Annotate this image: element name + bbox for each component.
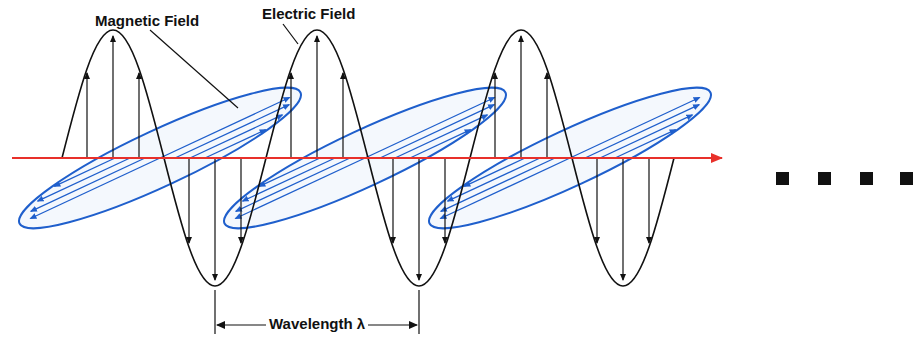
- wavelength-dimension: [215, 290, 419, 334]
- continuation-dots: [776, 172, 913, 185]
- field-label: Electric Field: [262, 6, 355, 23]
- field-label: Magnetic Field: [95, 13, 199, 30]
- propagation-axis: [12, 157, 722, 159]
- leader-line: [150, 30, 238, 108]
- dimension-label: Wavelength λ: [266, 316, 368, 333]
- leader-line: [283, 24, 298, 44]
- magnetic-field-wave: [8, 67, 723, 249]
